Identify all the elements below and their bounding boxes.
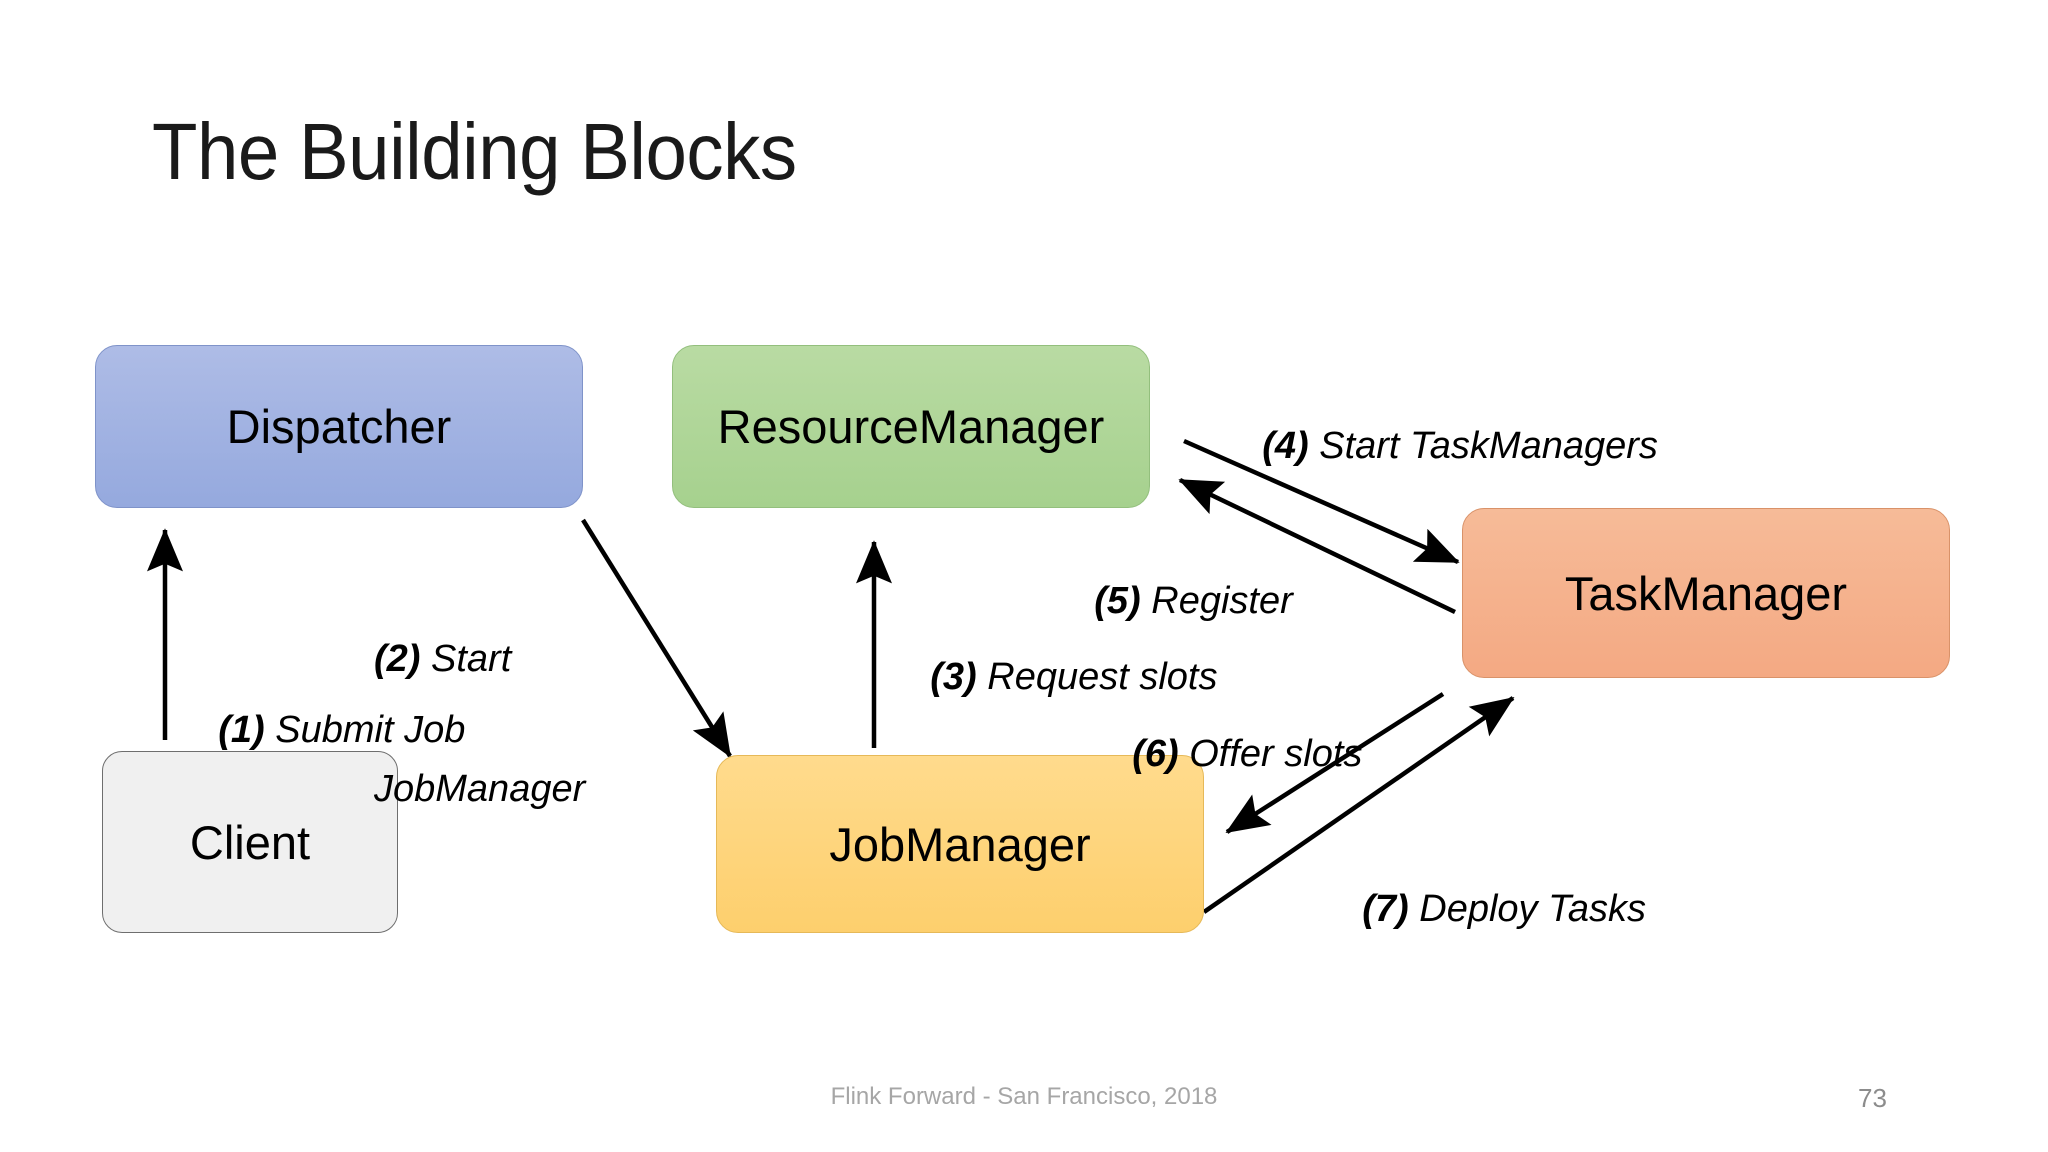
edge-label-1: (1) Submit Job (176, 666, 465, 796)
edge-label-2-line2: JobManager (374, 767, 586, 810)
arrow-2-start-jobmanager (581, 518, 732, 758)
node-client[interactable]: Client (102, 751, 398, 933)
node-resourcemanager-label: ResourceManager (717, 400, 1105, 453)
edge-label-4-number: (4) (1262, 425, 1309, 468)
edge-label-6-text: Offer slots (1178, 733, 1363, 776)
edge-label-7: (7) Deploy Tasks (1320, 845, 1646, 975)
edge-label-5-number: (5) (1094, 580, 1141, 623)
edge-label-4: (4) Start TaskManagers (1220, 382, 1658, 512)
page-number: 73 (1858, 1083, 1887, 1113)
node-resourcemanager[interactable]: ResourceManager (672, 345, 1150, 508)
edge-label-6: (6) Offer slots (1090, 690, 1362, 820)
edge-label-1-text: Submit Job (264, 709, 466, 752)
node-jobmanager[interactable]: JobManager (716, 755, 1204, 933)
node-taskmanager[interactable]: TaskManager (1462, 508, 1950, 678)
edge-label-3-text: Request slots (976, 656, 1218, 699)
edge-label-7-text: Deploy Tasks (1408, 888, 1646, 931)
node-dispatcher-label: Dispatcher (226, 400, 452, 453)
node-client-label: Client (189, 815, 311, 869)
edge-label-7-number: (7) (1362, 888, 1409, 931)
edge-label-5: (5) Register (1052, 537, 1293, 667)
footer-conference-text: Flink Forward - San Francisco, 2018 (830, 1083, 1218, 1110)
edge-label-4-text: Start TaskManagers (1308, 425, 1658, 468)
edge-label-2: (2) Start JobManager (374, 551, 585, 898)
node-dispatcher[interactable]: Dispatcher (95, 345, 583, 508)
edge-label-2-number: (2) (374, 637, 421, 680)
edge-label-5-text: Register (1140, 580, 1293, 623)
edge-label-6-number: (6) (1132, 733, 1179, 776)
page-title: The Building Blocks (152, 107, 797, 196)
edge-label-2-text: Start (420, 637, 512, 680)
edge-label-3: (3) Request slots (888, 613, 1217, 743)
edge-label-3-number: (3) (930, 656, 977, 699)
edge-label-1-number: (1) (218, 709, 265, 752)
edge-label-2-line1: (2) Start (374, 638, 585, 681)
node-jobmanager-label: JobManager (829, 817, 1091, 871)
node-taskmanager-label: TaskManager (1564, 566, 1848, 620)
